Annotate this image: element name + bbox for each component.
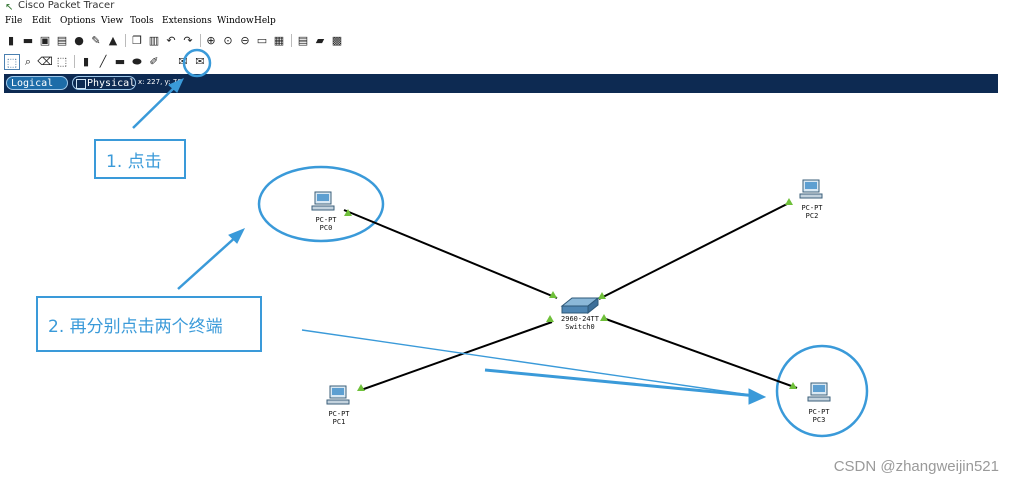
print-icon[interactable]: ▤ [56,33,68,47]
menu-edit[interactable]: Edit [32,16,51,26]
pc2-icon [799,179,823,199]
coordinate-readout: x: 227, y: 70 [138,78,182,86]
menu-extensions[interactable]: Extensions [162,16,212,26]
callout-step1: 1. 点击 [94,139,186,179]
link-pc2-switch [598,201,792,300]
pc1-name: PC1 [332,418,346,426]
cluster-icon[interactable]: ▰ [315,33,325,47]
paste-icon[interactable]: ▥ [148,33,160,47]
pc2-name: PC2 [805,212,819,220]
select-icon[interactable]: ⬚ [4,54,20,70]
pc3-model: PC-PT [808,408,830,416]
menu-view[interactable]: View [101,16,124,26]
switch-icon [560,296,600,315]
switch0-model: 2960-24TT [561,315,599,323]
add-complex-pdu-icon[interactable]: ✉ [195,54,205,68]
tab-physical[interactable]: Physical [72,76,136,90]
drawing-palette-icon[interactable]: ▭ [256,33,268,47]
text-note-icon[interactable]: ▤ [297,33,309,47]
activity-icon[interactable]: ▲ [108,33,118,47]
tab-logical[interactable]: Logical [6,76,68,90]
highlight-circle-pdu [182,48,212,78]
switch0-label: 2960-24TT Switch0 [550,315,610,331]
link-pc1-switch [360,321,553,391]
pc2-model: PC-PT [801,204,823,212]
pc1-icon [326,385,350,405]
resize-icon[interactable]: ⬚ [56,54,68,68]
pc3-name: PC3 [812,416,826,424]
menu-help[interactable]: Help [254,16,276,26]
viewport-icon[interactable]: ▩ [331,33,343,47]
custom-device-icon[interactable]: ▦ [273,33,285,47]
menu-window[interactable]: Window [217,16,254,26]
zoom-out-icon[interactable]: ⊖ [240,33,250,47]
pc0-model: PC-PT [315,216,337,224]
annotation-arrows [132,78,767,405]
menu-options[interactable]: Options [60,16,96,26]
inspect-icon[interactable]: ⌕ [24,54,32,68]
packet-tracer-icon: ↖ [5,2,14,13]
copy-icon[interactable]: ❐ [132,33,142,47]
new-file-icon[interactable]: ▮ [7,33,15,47]
draw-ellipse-icon[interactable]: ⬬ [132,54,142,68]
highlight-circle-pc0 [257,165,385,243]
watermark: CSDN @zhangweijin521 [833,458,999,475]
workspace-tabbar: Logical Physical x: 227, y: 70 [4,74,998,93]
link-pc3-switch [602,317,798,389]
title-bar: ↖ Cisco Packet Tracer [0,0,1013,14]
zoom-reset-icon[interactable]: ⊙ [223,33,233,47]
undo-icon[interactable]: ↶ [166,33,176,47]
menu-tools[interactable]: Tools [130,16,154,26]
redo-icon[interactable]: ↷ [183,33,193,47]
zoom-in-icon[interactable]: ⊕ [206,33,216,47]
link-pc0-switch [343,209,558,299]
draw-rectangle-icon[interactable]: ▬ [114,54,126,68]
callout-step2: 2. 再分别点击两个终端 [36,296,262,352]
draw-line-icon[interactable]: ╱ [99,54,107,68]
pc1-label: PC-PT PC1 [309,410,369,426]
menu-file[interactable]: File [5,16,23,26]
window-title: Cisco Packet Tracer [18,0,115,11]
link-status-indicators [344,198,797,391]
pc3-label: PC-PT PC3 [789,408,849,424]
pc1-model: PC-PT [328,410,350,418]
main-toolbar: ▮ ▬ ▣ ▤ ● ✎ ▲ ❐ ▥ ↶ ↷ ⊕ ⊙ ⊖ ▭ ▦ ▤ ▰ ▩ [4,33,404,51]
pc0-icon [311,191,335,211]
tab-logical-label: Logical [11,78,54,89]
save-icon[interactable]: ▣ [39,33,51,47]
switch0-name: Switch0 [565,323,595,331]
pc0-label: PC-PT PC0 [296,216,356,232]
activity-wizard-icon[interactable]: ✎ [91,33,101,47]
delete-icon[interactable]: ⌫ [37,54,53,68]
tab-physical-label: Physical [87,78,136,89]
pc2-label: PC-PT PC2 [782,204,842,220]
physical-icon [76,79,86,89]
note-icon[interactable]: ▮ [82,54,90,68]
highlight-circle-pc3 [775,344,869,438]
pc0-name: PC0 [319,224,333,232]
open-folder-icon[interactable]: ▬ [22,33,34,47]
freeform-icon[interactable]: ✐ [149,54,159,68]
pc3-icon [807,382,831,402]
info-icon[interactable]: ● [74,33,84,47]
